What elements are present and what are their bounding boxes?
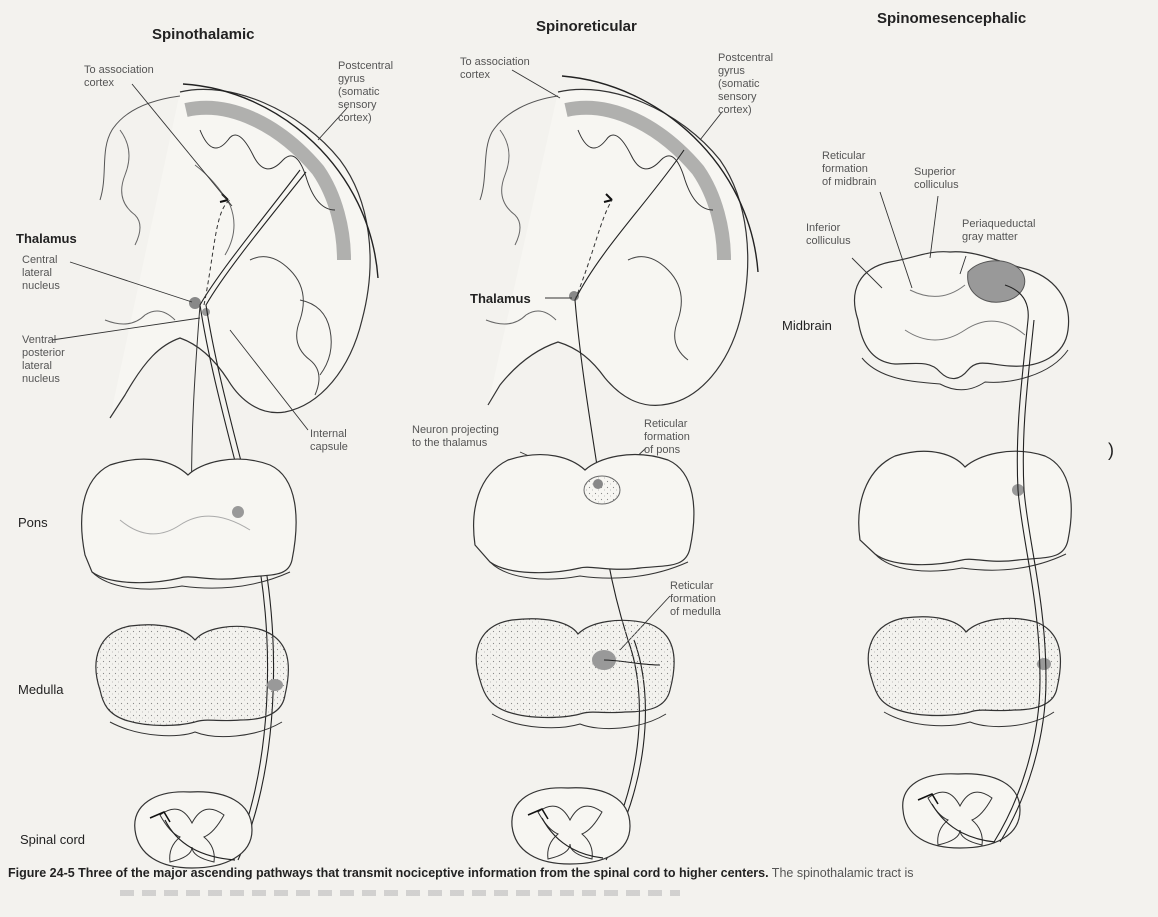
label-association-cortex-middle: To association cortex bbox=[460, 56, 530, 82]
midbrain-section bbox=[855, 252, 1069, 390]
thalamus-nucleus-left bbox=[189, 297, 201, 309]
label-reticular-midbrain: Reticular formation of midbrain bbox=[822, 150, 876, 189]
caption-main: Figure 24-5 Three of the major ascending… bbox=[8, 866, 769, 880]
label-thalamus-left: Thalamus bbox=[16, 232, 77, 245]
label-pons: Pons bbox=[18, 515, 48, 530]
label-internal-capsule: Internal capsule bbox=[310, 428, 348, 454]
label-postcentral-left: Postcentral gyrus (somatic sensory corte… bbox=[338, 60, 393, 125]
stray-mark: ) bbox=[1108, 444, 1114, 457]
spinomesencephalic-panel bbox=[852, 192, 1071, 848]
label-reticular-pons: Reticular formation of pons bbox=[644, 418, 690, 457]
label-inferior-colliculus: Inferior colliculus bbox=[806, 222, 851, 248]
label-postcentral-middle: Postcentral gyrus (somatic sensory corte… bbox=[718, 52, 773, 117]
title-spinoreticular: Spinoreticular bbox=[536, 18, 637, 35]
label-vpl-nucleus: Ventral posterior lateral nucleus bbox=[22, 334, 65, 386]
label-association-cortex-left: To association cortex bbox=[84, 64, 154, 90]
medulla-section-right bbox=[868, 617, 1060, 727]
figure-caption: Figure 24-5 Three of the major ascending… bbox=[8, 866, 1148, 880]
pons-section-middle bbox=[474, 455, 694, 579]
caption-continued: The spinothalamic tract is bbox=[769, 866, 914, 880]
medulla-section-left bbox=[96, 625, 288, 737]
cortex-section-middle bbox=[480, 89, 748, 405]
label-reticular-medulla: Reticular formation of medulla bbox=[670, 580, 721, 619]
title-spinothalamic: Spinothalamic bbox=[152, 26, 255, 43]
label-spinal-cord: Spinal cord bbox=[20, 832, 85, 847]
pons-section-right bbox=[859, 451, 1071, 571]
spinal-cord-section-right bbox=[903, 774, 1020, 848]
caption-illegible-line bbox=[120, 890, 680, 896]
medulla-section-middle bbox=[476, 619, 674, 729]
spinal-cord-section-middle bbox=[512, 788, 630, 864]
label-periaqueductal: Periaqueductal gray matter bbox=[962, 218, 1035, 244]
label-midbrain: Midbrain bbox=[782, 318, 832, 333]
label-superior-colliculus: Superior colliculus bbox=[914, 166, 959, 192]
label-neuron-projecting: Neuron projecting to the thalamus bbox=[412, 424, 499, 450]
title-spinomesencephalic: Spinomesencephalic bbox=[877, 10, 1026, 27]
spinoreticular-panel bbox=[474, 70, 758, 864]
label-thalamus-middle: Thalamus bbox=[470, 292, 531, 305]
label-medulla: Medulla bbox=[18, 682, 64, 697]
pons-section-left bbox=[82, 459, 296, 589]
label-central-lateral-nucleus: Central lateral nucleus bbox=[22, 254, 60, 293]
spinomesencephalic-tract bbox=[994, 285, 1040, 842]
spinothalamic-panel bbox=[52, 84, 378, 868]
spinal-cord-section-left bbox=[135, 792, 252, 868]
